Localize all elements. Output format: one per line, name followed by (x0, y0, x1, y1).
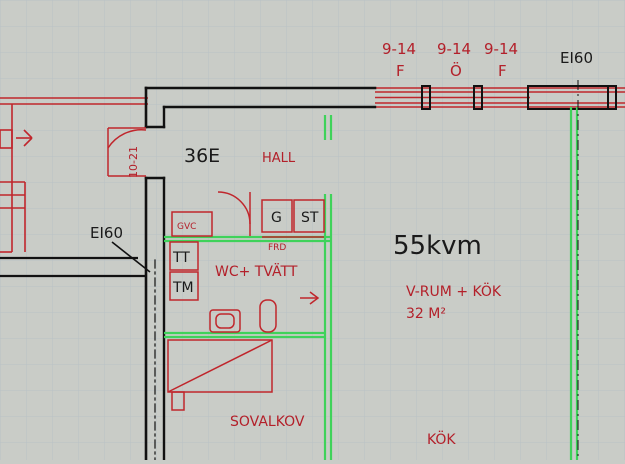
apartment-number-label: 36E (184, 145, 220, 167)
window-1-top-label: 9-14 (382, 40, 416, 58)
area-label: 55kvm (393, 231, 482, 261)
window-2-bottom-label: Ö (450, 61, 462, 80)
hall-label: HALL (262, 151, 296, 166)
tm-label: TM (172, 280, 194, 296)
interior-partitions (164, 107, 579, 460)
window-2-top-label: 9-14 (437, 40, 471, 58)
window-1-bottom-label: F (396, 62, 405, 80)
fire-class-top-label: EI60 (560, 49, 593, 67)
kitchen-label: KÖK (427, 430, 456, 448)
sleeping-alcove-label: SOVALKOV (230, 414, 305, 430)
neighbour-wall-lines (0, 241, 151, 278)
entry-door (107, 127, 147, 177)
frd-label: FRD (268, 243, 286, 253)
left-adjacent-structure (0, 97, 148, 253)
fire-class-left-label: EI60 (90, 224, 123, 242)
g-label: G (271, 210, 282, 226)
window-3-bottom-label: F (498, 62, 507, 80)
st-label: ST (301, 210, 319, 226)
window-3-top-label: 9-14 (484, 40, 518, 58)
living-area-label: 32 M² (406, 306, 446, 322)
gvc-label: GVC (177, 222, 196, 232)
wc-laundry-label: WC+ TVÄTT (215, 262, 298, 280)
fixtures (167, 191, 325, 411)
tt-label: TT (172, 250, 190, 266)
door-code-label: 10-21 (127, 146, 140, 178)
top-window-band (375, 87, 625, 108)
living-kitchen-label: V-RUM + KÖK (406, 282, 502, 300)
drawing-labels: 9-14 F 9-14 Ö 9-14 F EI60 EI60 10-21 36E… (90, 40, 593, 448)
walls (144, 85, 617, 462)
